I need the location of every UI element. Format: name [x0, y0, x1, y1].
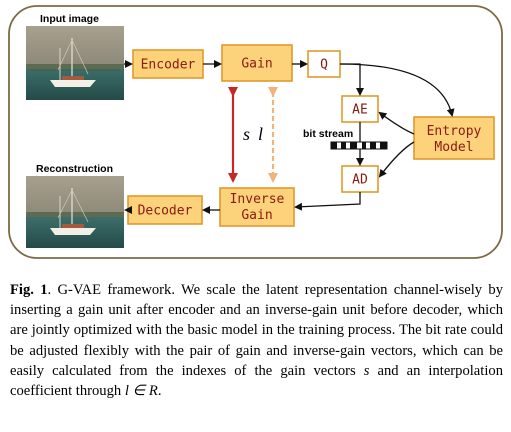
- arrow-entropy-to-ae: [378, 111, 415, 135]
- decoder-box: Decoder: [127, 195, 203, 225]
- reconstruction-label: Reconstruction: [36, 163, 113, 175]
- g-vae-diagram: Input image Reconstruction: [8, 5, 503, 259]
- ad-box: AD: [341, 165, 379, 193]
- caption-text: . G-VAE framework. We scale the latent r…: [10, 282, 503, 379]
- caption-var-s: s: [363, 362, 370, 379]
- arrow-q-to-entropy: [339, 63, 455, 117]
- ae-box: AE: [341, 95, 379, 123]
- caption-fig-number: Fig. 1: [10, 282, 48, 298]
- arrow-entropy-to-ad: [378, 141, 415, 178]
- s-label: s: [243, 124, 250, 144]
- input-image: [26, 26, 124, 100]
- ad-label: AD: [352, 173, 368, 188]
- gain-box: Gain: [221, 44, 293, 82]
- input-image-label: Input image: [40, 13, 99, 25]
- encoder-box: Encoder: [132, 49, 204, 79]
- bitstream-bar: [330, 141, 388, 150]
- entropy-model-box: Entropy Model: [413, 116, 495, 160]
- reconstruction-image: [26, 176, 124, 248]
- bitstream-label: bit stream: [303, 128, 353, 140]
- inverse-label-line1: Inverse: [230, 192, 285, 207]
- caption-var-l-in-R: l ∈ R: [124, 383, 158, 400]
- ae-label: AE: [352, 103, 368, 118]
- caption-text-mid: and an interpolation coefficient through: [10, 362, 503, 400]
- entropy-label-line1: Entropy: [427, 124, 482, 139]
- l-label: l: [258, 124, 263, 144]
- entropy-label-line2: Model: [434, 140, 473, 155]
- inverse-label-line2: Gain: [241, 208, 272, 223]
- encoder-label: Encoder: [141, 58, 196, 73]
- q-box: Q: [307, 50, 341, 78]
- gain-label: Gain: [241, 57, 272, 72]
- figure-caption: Fig. 1. G-VAE framework. We scale the la…: [10, 280, 503, 401]
- inverse-gain-box: Inverse Gain: [219, 187, 295, 227]
- q-label: Q: [320, 58, 328, 73]
- caption-text-end: .: [157, 383, 162, 400]
- decoder-label: Decoder: [138, 204, 193, 219]
- arrow-ad-to-inverse-gain: [294, 192, 361, 211]
